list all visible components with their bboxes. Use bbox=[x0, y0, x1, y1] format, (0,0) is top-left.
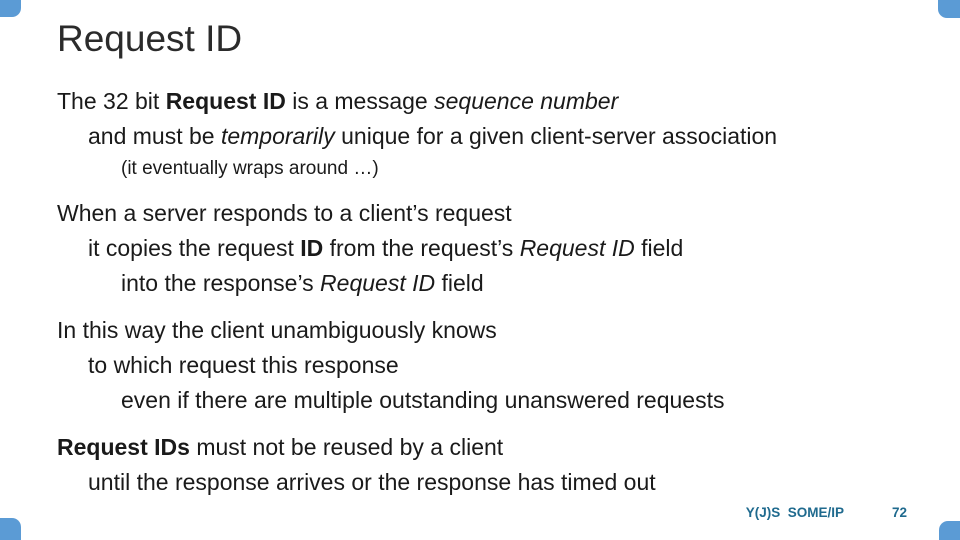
page-number: 72 bbox=[891, 505, 907, 520]
text-segment: (it eventually wraps around …) bbox=[121, 158, 379, 179]
text-segment: field bbox=[435, 270, 484, 296]
text-segment: ID bbox=[300, 235, 324, 261]
paragraph: Request IDs must not be reused by a clie… bbox=[57, 430, 927, 500]
corner-accent-top-left bbox=[0, 0, 21, 17]
text-segment: sequence number bbox=[434, 88, 619, 114]
text-segment: Request IDs bbox=[57, 434, 190, 460]
body-line: (it eventually wraps around …) bbox=[121, 154, 927, 184]
text-segment: to which request this response bbox=[88, 352, 399, 378]
text-segment: is a message bbox=[285, 88, 435, 114]
body-line: Request IDs must not be reused by a clie… bbox=[57, 430, 927, 465]
body-line: The 32 bit Request ID is a message seque… bbox=[57, 84, 927, 119]
body-line: it copies the request ID from the reques… bbox=[88, 231, 927, 266]
slide-body: The 32 bit Request ID is a message seque… bbox=[57, 84, 927, 500]
text-segment: it copies the request bbox=[88, 235, 301, 261]
corner-accent-top-right bbox=[938, 0, 960, 18]
footer-credit: Y(J)S SOME/IP bbox=[745, 505, 844, 520]
slide-footer: Y(J)S SOME/IP 72 bbox=[0, 505, 960, 525]
paragraph: In this way the client unambiguously kno… bbox=[57, 313, 927, 418]
body-line: In this way the client unambiguously kno… bbox=[57, 313, 927, 348]
text-segment: and must be bbox=[88, 123, 221, 149]
corner-accent-bottom-left bbox=[0, 518, 21, 540]
slide-title: Request ID bbox=[57, 18, 243, 59]
text-segment: until the response arrives or the respon… bbox=[88, 469, 656, 495]
corner-accent-bottom-right bbox=[939, 521, 960, 540]
text-segment: from the request’s bbox=[323, 235, 520, 261]
text-segment: When a server responds to a client’s req… bbox=[57, 200, 512, 226]
body-line: into the response’s Request ID field bbox=[121, 266, 927, 301]
text-segment: In this way the client unambiguously kno… bbox=[57, 317, 497, 343]
text-segment: Request ID bbox=[519, 235, 635, 261]
text-segment: unique for a given client-server associa… bbox=[334, 123, 778, 149]
text-segment: temporarily bbox=[220, 123, 335, 149]
body-line: even if there are multiple outstanding u… bbox=[121, 383, 927, 418]
text-segment: even if there are multiple outstanding u… bbox=[121, 387, 725, 413]
text-segment: into the response’s bbox=[121, 270, 321, 296]
text-segment: The 32 bit bbox=[57, 88, 166, 114]
body-line: and must be temporarily unique for a giv… bbox=[88, 119, 927, 154]
paragraph: When a server responds to a client’s req… bbox=[57, 196, 927, 301]
body-line: When a server responds to a client’s req… bbox=[57, 196, 927, 231]
text-segment: field bbox=[634, 235, 684, 261]
text-segment: must not be reused by a client bbox=[189, 434, 504, 460]
text-segment: Request ID bbox=[320, 270, 436, 296]
text-segment: Request ID bbox=[165, 88, 286, 114]
body-line: until the response arrives or the respon… bbox=[88, 465, 927, 500]
paragraph: The 32 bit Request ID is a message seque… bbox=[57, 84, 927, 184]
body-line: to which request this response bbox=[88, 348, 927, 383]
